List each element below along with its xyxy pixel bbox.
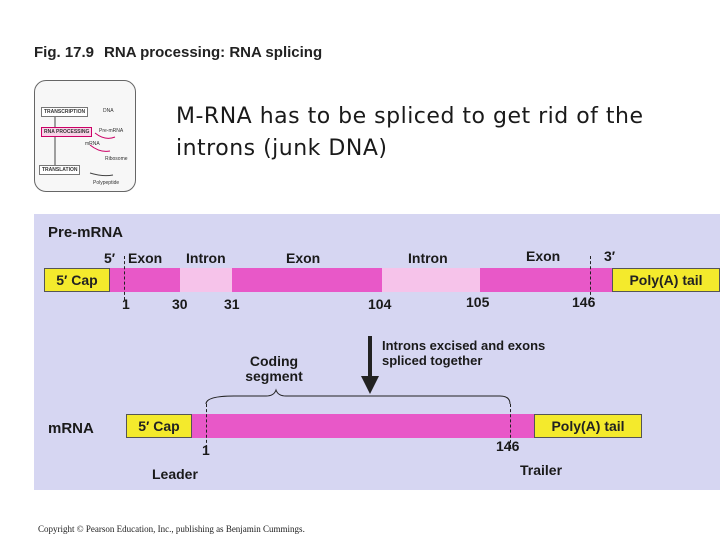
exon-label-2: Exon	[286, 250, 321, 266]
thumb-mrna: mRNA	[85, 141, 100, 147]
exon-label-1: Exon	[128, 250, 163, 266]
mrna-pos-146: 146	[496, 438, 520, 454]
five-prime-label: 5′	[104, 250, 116, 266]
mrna-tick-start	[206, 404, 207, 448]
intron-segment-2	[382, 268, 480, 292]
tick-end	[590, 256, 591, 300]
mrna-tick-end	[510, 404, 511, 448]
thumb-connectors	[54, 117, 116, 177]
splicing-diagram: Pre-mRNA 5′ Exon Intron Exon Intron Exon…	[34, 214, 720, 490]
pos-146: 146	[572, 294, 596, 310]
thumb-transcription: TRANSCRIPTION	[41, 107, 89, 117]
splicing-note: Introns excised and exons spliced togeth…	[382, 338, 546, 368]
thumb-dna: DNA	[103, 108, 114, 114]
pos-105: 105	[466, 294, 490, 310]
copyright-notice: Copyright © Pearson Education, Inc., pub…	[38, 524, 305, 534]
pre-mrna-label: Pre-mRNA	[48, 224, 124, 241]
splice-arrow-icon	[361, 336, 379, 394]
mrna-label: mRNA	[48, 420, 94, 437]
intron-label-1: Intron	[186, 250, 226, 266]
mrna-bar	[192, 414, 534, 438]
diagram-graphics	[205, 336, 511, 405]
overview-thumbnail: TRANSCRIPTION DNA RNA PROCESSING Pre-mRN…	[34, 80, 136, 192]
pos-30: 30	[172, 296, 188, 312]
leader-label: Leader	[152, 466, 198, 482]
pre-mrna-bar	[110, 268, 612, 292]
thumb-pre-mrna: Pre-mRNA	[99, 128, 124, 134]
exon-label-3: Exon	[526, 248, 561, 264]
thumb-translation: TRANSLATION	[39, 165, 81, 175]
figure-title: Fig. 17.9 RNA processing: RNA splicing	[34, 44, 322, 61]
mrna-exon-segment	[192, 414, 534, 438]
figure-number: Fig. 17.9	[34, 44, 95, 61]
slide-heading: M-RNA has to be spliced to get rid of th…	[176, 104, 644, 161]
coding-segment-label: Coding segment	[245, 353, 303, 384]
pos-1: 1	[122, 296, 130, 312]
thumb-rna-processing: RNA PROCESSING	[41, 127, 93, 137]
thumb-ribosome: Ribosome	[105, 156, 128, 162]
mrna-tail: Poly(A) tail	[534, 414, 642, 438]
trailer-label: Trailer	[520, 462, 563, 478]
pre-mrna-cap: 5′ Cap	[44, 268, 110, 292]
mrna-cap: 5′ Cap	[126, 414, 192, 438]
pos-31: 31	[224, 296, 240, 312]
intron-label-2: Intron	[408, 250, 448, 266]
coding-brace	[205, 388, 511, 405]
pos-104: 104	[368, 296, 392, 312]
figure-caption: RNA processing: RNA splicing	[104, 44, 323, 61]
mrna-pos-1: 1	[202, 442, 210, 458]
intron-segment-1	[180, 268, 232, 292]
exon-segment-2	[232, 268, 382, 292]
exon-segment-1	[110, 268, 180, 292]
thumb-polypeptide: Polypeptide	[93, 180, 120, 186]
pre-mrna-tail: Poly(A) tail	[612, 268, 720, 292]
tick-start	[124, 256, 125, 300]
three-prime-label: 3′	[604, 248, 616, 264]
